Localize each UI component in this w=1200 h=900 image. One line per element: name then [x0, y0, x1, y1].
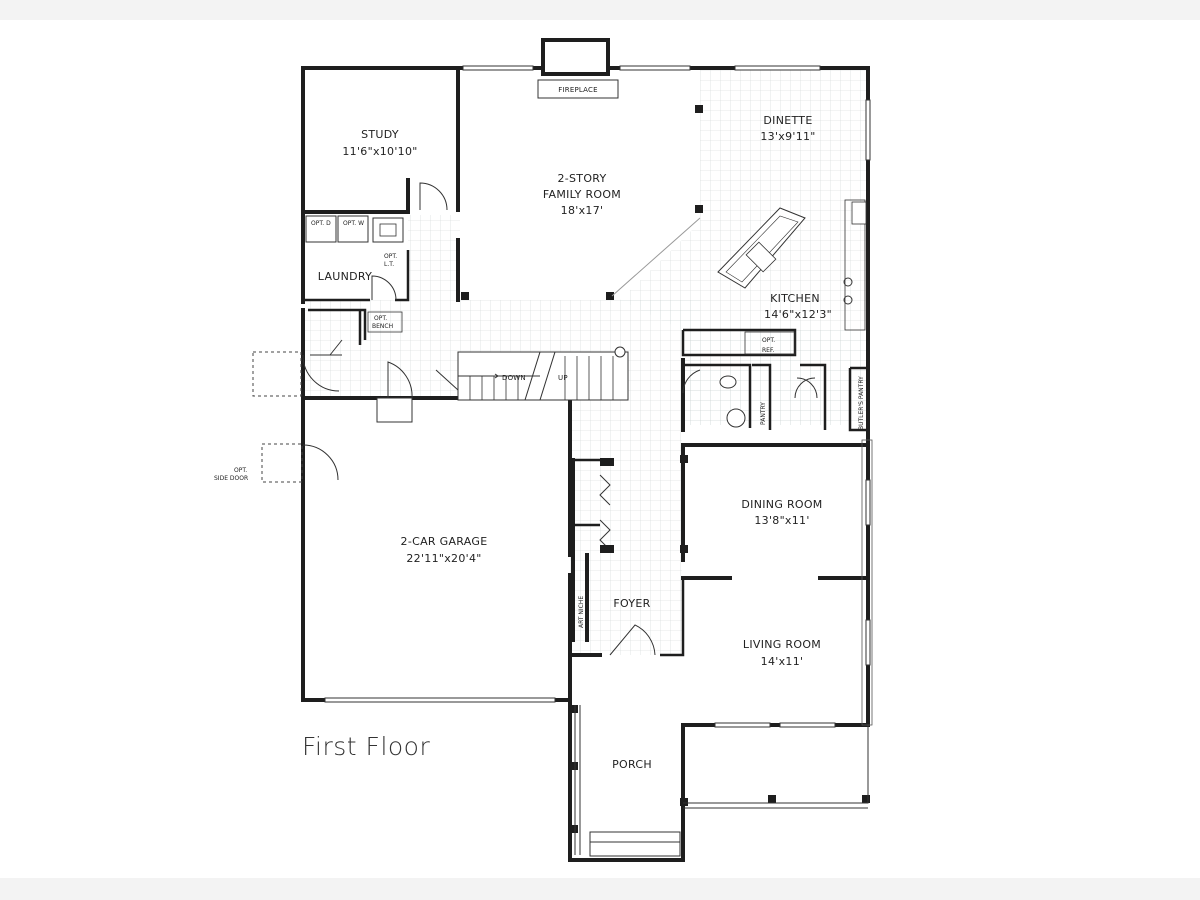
kitchen-name: KITCHEN [770, 292, 820, 305]
dining-room-name: DINING ROOM [741, 498, 822, 511]
windows [324, 65, 871, 728]
porch-name: PORCH [612, 758, 652, 771]
garage-name: 2-CAR GARAGE [401, 535, 488, 548]
living-room-dims: 14'x11' [761, 655, 804, 668]
living-room-name: LIVING ROOM [743, 638, 821, 651]
kitchen-fixtures: OPT. REF. [717, 199, 867, 355]
dining-room-dims: 13'8"x11' [754, 514, 809, 527]
opt-side-door-label-2: SIDE DOOR [214, 475, 248, 482]
dinette-dims: 13'x9'11" [760, 130, 815, 143]
garage-dims: 22'11"x20'4" [406, 552, 481, 565]
opt-ref-label-2: REF. [762, 347, 774, 354]
opt-bench-label-1: OPT. [374, 315, 387, 322]
opt-dryer-label: OPT. D [311, 220, 331, 227]
study-name: STUDY [361, 128, 399, 141]
powder-room-fixtures [719, 375, 746, 428]
laundry-name: LAUNDRY [318, 270, 372, 283]
art-niche-label: ART NICHE [578, 596, 585, 628]
opt-lt-label-1: OPT. [384, 253, 397, 260]
exterior-stoops: OPT. SIDE DOOR [214, 351, 303, 483]
kitchen-dims: 14'6"x12'3" [764, 308, 832, 321]
opt-side-door-label-1: OPT. [234, 467, 247, 474]
opt-washer-label: OPT. W [343, 220, 364, 227]
family-room-name-2: FAMILY ROOM [543, 188, 621, 201]
interior-walls [301, 66, 870, 657]
floor-plan: FIREPLACE [214, 38, 873, 862]
porch-structure [574, 439, 873, 857]
foyer-closets: ART NICHE [578, 458, 614, 628]
laundry-fixtures: OPT. D OPT. W OPT. L.T. OPT. BENCH [305, 215, 404, 333]
opt-ref-label-1: OPT. [762, 337, 775, 344]
structural-posts [461, 105, 870, 833]
pantry-labels: PANTRY BUTLER'S PANTRY [760, 376, 865, 430]
staircase: DOWN UP [435, 346, 629, 401]
family-room-dims: 18'x17' [561, 204, 604, 217]
floor-title: First Floor [302, 732, 431, 761]
opt-bench-label-2: BENCH [372, 323, 393, 330]
fireplace-label: FIREPLACE [558, 86, 597, 94]
fireplace: FIREPLACE [537, 38, 619, 99]
stairs-up-label: UP [558, 374, 568, 382]
foyer-name: FOYER [613, 597, 650, 610]
stairs-down-label: DOWN [502, 374, 526, 382]
exterior-walls [301, 66, 870, 862]
pantry-label: PANTRY [760, 402, 767, 425]
butlers-pantry-label: BUTLER'S PANTRY [858, 376, 865, 430]
opt-lt-label-2: L.T. [384, 261, 394, 268]
study-dims: 11'6"x10'10" [342, 145, 417, 158]
floor-plan-sheet: FIREPLACE [0, 20, 1200, 878]
dinette-name: DINETTE [763, 114, 812, 127]
family-room-name-1: 2-STORY [557, 172, 606, 185]
room-labels: STUDY 11'6"x10'10" 2-STORY FAMILY ROOM 1… [318, 114, 832, 771]
diagonal-boundary [611, 217, 701, 297]
door-swings [302, 182, 818, 656]
